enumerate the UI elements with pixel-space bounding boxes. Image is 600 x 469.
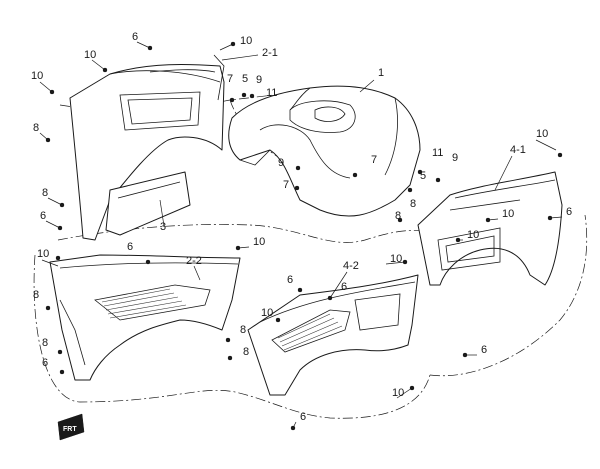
callout-label: 8 [33,122,39,134]
callout-label: 6 [287,274,293,286]
callout-label: 10 [84,49,96,61]
callout-label: 6 [42,357,48,369]
callout-label: 6 [300,411,306,423]
right-footwell-guard [247,274,419,396]
callout-label: 6 [127,241,133,253]
callout-label: 2-1 [262,47,278,59]
callout-label: 5 [242,73,248,85]
callout-label: 8 [42,187,48,199]
callout-label: 6 [481,344,487,356]
callout-label: 10 [467,229,479,241]
callout-label: 10 [536,128,548,140]
callout-label: 9 [278,157,284,169]
callout-label: 11 [432,147,443,159]
callout-label: 8 [33,289,39,301]
callout-label: 4-2 [343,260,359,272]
callout-label: 5 [420,170,426,182]
callout-label: 7 [283,179,289,191]
callout-label: 8 [410,198,416,210]
callout-label: 10 [240,35,252,47]
callout-label: 10 [253,236,265,248]
callout-label: 3 [160,221,166,233]
callout-label: 2-2 [186,255,202,267]
callout-label: 8 [42,337,48,349]
callout-label: 6 [566,206,572,218]
callout-label: 10 [390,253,402,265]
left-footwell-guard [49,254,241,381]
callout-label: 9 [256,74,262,86]
callout-label: 8 [243,346,249,358]
front-body-cover [228,85,421,217]
callout-label: 10 [261,307,273,319]
callout-label: 7 [371,154,377,166]
callout-label: 10 [392,387,404,399]
callout-label: 9 [452,152,458,164]
callout-label: 4-1 [510,144,526,156]
callout-label: 6 [132,31,138,43]
leader-lines [39,41,563,429]
inner-mud-guard [105,171,191,236]
front-direction-logo: FRT [57,413,85,441]
callout-label: 8 [395,210,401,222]
callout-label: 1 [378,67,384,79]
front-direction-logo-text: FRT [63,426,77,433]
callout-label: 10 [31,70,43,82]
rear-right-fender [417,171,563,286]
callout-label: 10 [502,208,514,220]
callout-label: 6 [341,281,347,293]
callout-label: 11 [266,87,277,99]
callout-label: 8 [240,324,246,336]
front-left-fender [69,54,225,241]
callout-label: 10 [37,248,49,260]
callout-label: 6 [40,210,46,222]
callout-label: 7 [227,73,233,85]
